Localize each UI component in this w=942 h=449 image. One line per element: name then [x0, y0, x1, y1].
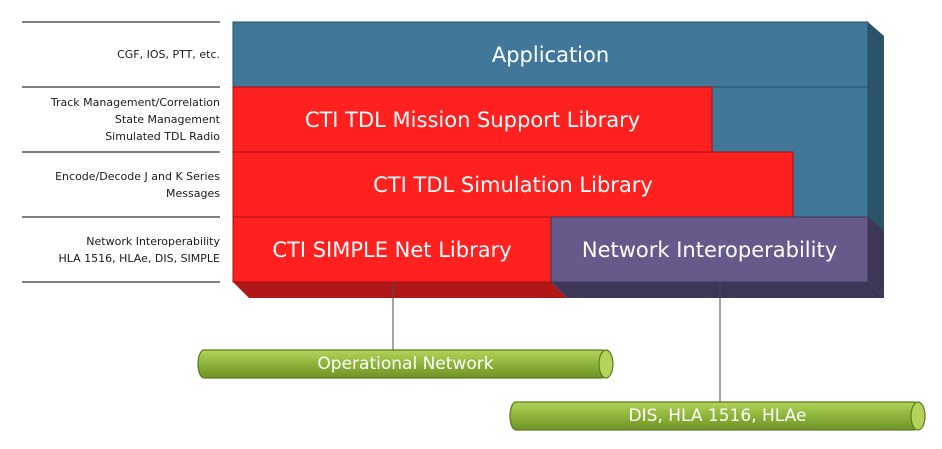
simple-net-label: CTI SIMPLE Net Library [272, 237, 512, 262]
application-label: Application [491, 42, 610, 67]
side-label-application: CGF, IOS, PTT, etc. [22, 22, 220, 87]
mission-support-label: CTI TDL Mission Support Library [304, 107, 641, 132]
side-label-line: Messages [166, 186, 220, 200]
simple-net-block [232, 216, 552, 283]
side-label-network: Network Interoperability HLA 1516, HLAe,… [22, 217, 220, 282]
side-label-mission-support: Track Management/Correlation State Manag… [22, 87, 220, 152]
application-block [232, 21, 869, 88]
dis-hla-pipe [509, 401, 926, 431]
network-interop-bottom-face [551, 282, 884, 298]
side-label-line: Simulated TDL Radio [105, 130, 220, 143]
side-label-line: Encode/Decode J and K Series [55, 169, 220, 183]
operational-network-label: Operational Network [317, 354, 494, 374]
simple-net-bottom-face [233, 282, 567, 298]
dis-hla-label: DIS, HLA 1516, HLAe [628, 406, 807, 426]
side-label-line: Network Interoperability [86, 234, 220, 248]
side-label-line: Track Management/Correlation [50, 96, 220, 109]
network-interop-block [550, 216, 869, 283]
side-label-simulation: Encode/Decode J and K Series Messages [22, 152, 220, 217]
simulation-label: CTI TDL Simulation Library [373, 172, 653, 197]
side-label-line: CGF, IOS, PTT, etc. [117, 48, 220, 61]
side-label-line: HLA 1516, HLAe, DIS, SIMPLE [58, 251, 220, 265]
network-interop-side-face [868, 217, 884, 298]
network-interop-label: Network Interoperability [581, 237, 838, 262]
side-label-line: State Management [114, 113, 220, 126]
operational-network-pipe [197, 349, 614, 379]
